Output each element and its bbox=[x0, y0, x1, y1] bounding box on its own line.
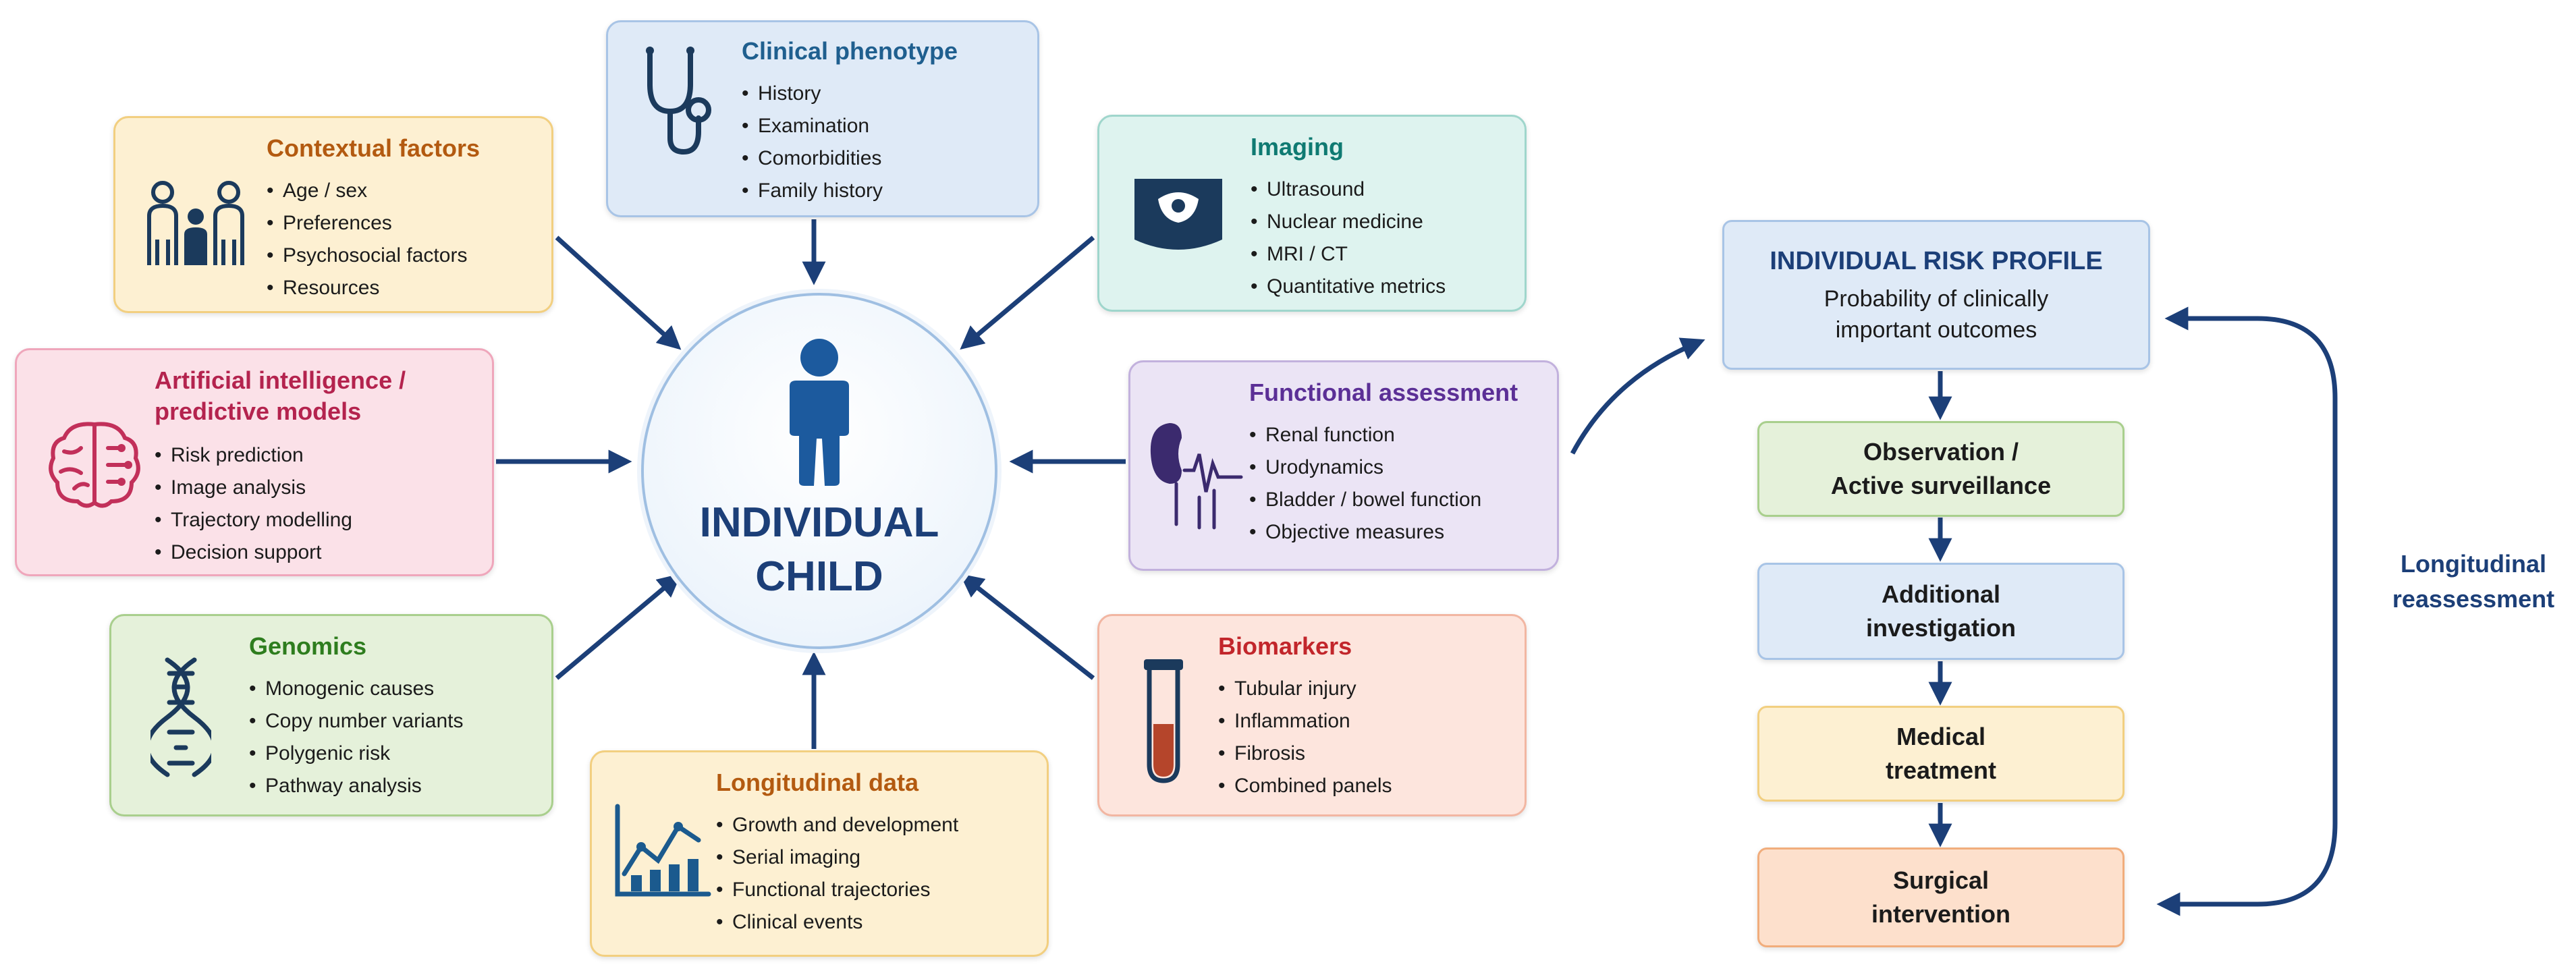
surgical-line1: Surgical bbox=[1892, 866, 1990, 894]
risk-profile-title: INDIVIDUAL RISK PROFILE bbox=[1770, 247, 2103, 275]
imaging-list: Ultrasound Nuclear medicine MRI / CT Qua… bbox=[1251, 173, 1446, 303]
contextual-list: Age / sex Preferences Psychosocial facto… bbox=[267, 175, 467, 304]
functional-title: Functional assessment bbox=[1249, 379, 1518, 406]
child-icon bbox=[790, 339, 849, 486]
list-item: Age / sex bbox=[267, 175, 467, 207]
kidney-signal-icon bbox=[1150, 423, 1243, 530]
list-item: Psychosocial factors bbox=[267, 240, 467, 272]
stethoscope-icon bbox=[646, 47, 711, 155]
list-item: Family history bbox=[742, 175, 883, 207]
growth-chart-icon bbox=[615, 804, 711, 897]
risk-profile-box: INDIVIDUAL RISK PROFILE Probability of c… bbox=[1722, 220, 2150, 370]
list-item: Tubular injury bbox=[1218, 673, 1392, 705]
arrow-contextual bbox=[555, 235, 682, 350]
risk-profile-subtitle: Probability of clinically important outc… bbox=[1824, 286, 2049, 343]
list-item: Pathway analysis bbox=[249, 770, 463, 802]
list-item: Functional trajectories bbox=[716, 874, 958, 906]
ai-title-line2: predictive models bbox=[155, 397, 362, 425]
loop-label-line1: Longitudinal bbox=[2401, 550, 2546, 578]
list-item: Objective measures bbox=[1249, 516, 1481, 549]
biomarkers-list: Tubular injury Inflammation Fibrosis Com… bbox=[1218, 673, 1392, 802]
arrow-imaging bbox=[960, 235, 1095, 350]
list-item: Urodynamics bbox=[1249, 451, 1481, 484]
test-tube-icon bbox=[1144, 659, 1183, 783]
additional-investigation-box: Additional investigation bbox=[1757, 563, 2125, 660]
functional-assessment-box: Functional assessment Renal function Uro… bbox=[1128, 360, 1559, 571]
ultrasound-icon bbox=[1134, 179, 1222, 250]
arrow-to-risk-profile bbox=[1570, 337, 1705, 455]
dna-icon bbox=[150, 657, 211, 777]
medical-treatment-box: Medical treatment bbox=[1757, 706, 2125, 802]
list-item: Risk prediction bbox=[155, 439, 352, 472]
list-item: Monogenic causes bbox=[249, 673, 463, 705]
brain-icon bbox=[49, 422, 140, 508]
arrow-loop-bottom bbox=[2156, 513, 2338, 916]
loop-label-line2: reassessment bbox=[2392, 585, 2555, 613]
list-item: Trajectory modelling bbox=[155, 504, 352, 536]
list-item: Quantitative metrics bbox=[1251, 271, 1446, 303]
functional-list: Renal function Urodynamics Bladder / bow… bbox=[1249, 419, 1481, 549]
longitudinal-reassessment-label: Longitudinal reassessment bbox=[2376, 547, 2571, 617]
medical-line2: treatment bbox=[1885, 756, 1997, 784]
list-item: Polygenic risk bbox=[249, 738, 463, 770]
list-item: Examination bbox=[742, 110, 883, 142]
list-item: Inflammation bbox=[1218, 705, 1392, 738]
observation-line1: Observation / bbox=[1863, 438, 2019, 466]
medical-line1: Medical bbox=[1896, 723, 1986, 750]
genomics-title: Genomics bbox=[249, 632, 367, 660]
list-item: MRI / CT bbox=[1251, 238, 1446, 271]
list-item: Copy number variants bbox=[249, 705, 463, 738]
imaging-title: Imaging bbox=[1251, 133, 1344, 161]
list-item: Comorbidities bbox=[742, 142, 883, 175]
list-item: Image analysis bbox=[155, 472, 352, 504]
longitudinal-list: Growth and development Serial imaging Fu… bbox=[716, 809, 958, 939]
additional-line2: investigation bbox=[1865, 614, 2017, 642]
list-item: Combined panels bbox=[1218, 770, 1392, 802]
ai-title-line1: Artificial intelligence / bbox=[155, 366, 406, 394]
list-item: Ultrasound bbox=[1251, 173, 1446, 206]
list-item: History bbox=[742, 78, 883, 110]
longitudinal-title: Longitudinal data bbox=[716, 769, 919, 796]
list-item: Clinical events bbox=[716, 906, 958, 939]
ai-predictive-box: Artificial intelligence / predictive mod… bbox=[15, 348, 494, 576]
longitudinal-data-box: Longitudinal data Growth and development… bbox=[590, 750, 1049, 957]
list-item: Preferences bbox=[267, 207, 467, 240]
family-icon bbox=[147, 181, 244, 265]
list-item: Resources bbox=[267, 272, 467, 304]
surgical-intervention-box: Surgical intervention bbox=[1757, 847, 2125, 947]
contextual-title: Contextual factors bbox=[267, 134, 481, 162]
clinical-phenotype-box: Clinical phenotype History Examination C… bbox=[606, 20, 1039, 217]
biomarkers-box: Biomarkers Tubular injury Inflammation F… bbox=[1097, 614, 1527, 816]
list-item: Decision support bbox=[155, 536, 352, 569]
list-item: Nuclear medicine bbox=[1251, 206, 1446, 238]
list-item: Growth and development bbox=[716, 809, 958, 841]
genomics-list: Monogenic causes Copy number variants Po… bbox=[249, 673, 463, 802]
surgical-line2: intervention bbox=[1871, 900, 2010, 928]
observation-box: Observation / Active surveillance bbox=[1757, 421, 2125, 517]
additional-line1: Additional bbox=[1882, 580, 2000, 608]
center-label-line2: CHILD bbox=[755, 553, 883, 600]
imaging-box: Imaging Ultrasound Nuclear medicine MRI … bbox=[1097, 115, 1527, 312]
center-label-line1: INDIVIDUAL bbox=[699, 499, 939, 546]
ai-list: Risk prediction Image analysis Trajector… bbox=[155, 439, 352, 569]
clinical-title: Clinical phenotype bbox=[742, 37, 958, 65]
observation-line2: Active surveillance bbox=[1830, 472, 2052, 499]
list-item: Serial imaging bbox=[716, 841, 958, 874]
list-item: Fibrosis bbox=[1218, 738, 1392, 770]
contextual-factors-box: Contextual factors Age / sex Preferences… bbox=[113, 116, 553, 313]
list-item: Renal function bbox=[1249, 419, 1481, 451]
biomarkers-title: Biomarkers bbox=[1218, 632, 1352, 660]
list-item: Bladder / bowel function bbox=[1249, 484, 1481, 516]
genomics-box: Genomics Monogenic causes Copy number va… bbox=[109, 614, 553, 816]
clinical-list: History Examination Comorbidities Family… bbox=[742, 78, 883, 207]
arrow-loop-top bbox=[2164, 306, 2338, 513]
